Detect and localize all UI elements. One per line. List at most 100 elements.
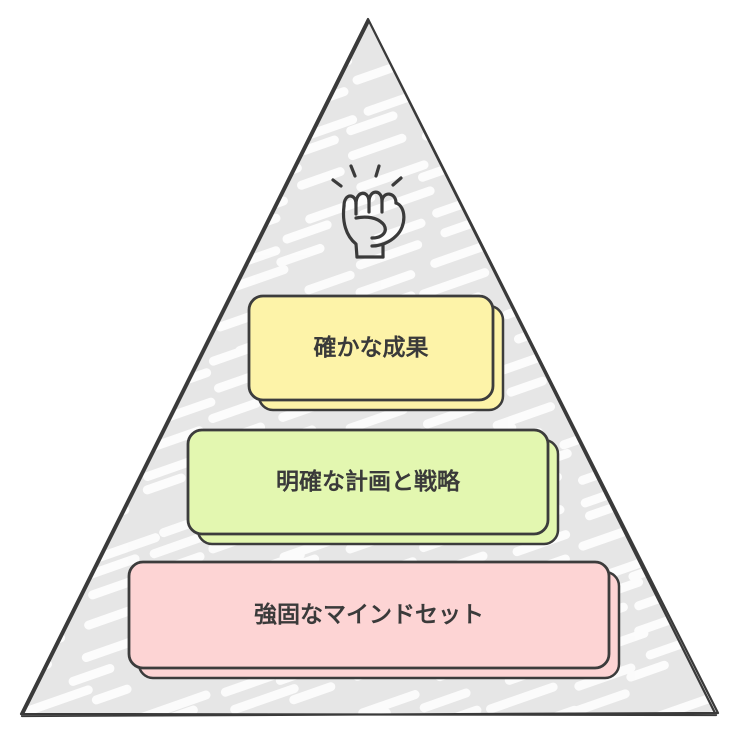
- hatch-stroke: [558, 213, 615, 240]
- hatch-stroke: [421, 112, 487, 141]
- hatch-stroke: [21, 347, 87, 380]
- hatch-stroke: [629, 268, 704, 300]
- hatch-stroke: [726, 406, 736, 416]
- hatch-stroke: [21, 112, 57, 136]
- hatch-stroke: [352, 63, 396, 85]
- hatch-stroke: [563, 348, 618, 374]
- hatch-stroke: [21, 498, 52, 519]
- pyramid-tier-3: 強固なマインドセット: [127, 560, 621, 680]
- hatch-stroke: [430, 705, 482, 714]
- hatch-stroke: [492, 402, 556, 430]
- hatch-stroke: [575, 295, 617, 316]
- hatch-stroke: [567, 403, 609, 424]
- hatch-stroke: [21, 685, 93, 714]
- hatch-stroke: [68, 165, 123, 190]
- hatch-stroke: [21, 196, 75, 225]
- tier-box: [186, 428, 550, 536]
- hatch-stroke: [21, 525, 62, 546]
- hatch-stroke: [648, 426, 717, 457]
- hatch-stroke: [629, 524, 674, 547]
- hatch-stroke: [710, 86, 717, 118]
- hatch-stroke: [633, 216, 691, 243]
- hatch-stroke: [164, 217, 203, 237]
- hatch-stroke: [140, 315, 212, 347]
- hatch-stroke: [289, 682, 336, 705]
- hatch-stroke: [699, 170, 717, 199]
- hatch-stroke: [356, 160, 429, 192]
- hatch-stroke: [297, 167, 345, 190]
- hatch-stroke: [305, 193, 376, 224]
- hatch-stroke: [715, 58, 717, 81]
- hatch-stroke: [283, 736, 318, 741]
- hatch-stroke: [21, 398, 77, 428]
- hatch-stroke: [575, 323, 614, 343]
- hatch-stroke: [430, 240, 493, 268]
- hatch-stroke: [568, 164, 628, 191]
- hatch-stroke: [90, 533, 160, 564]
- hatch-stroke: [147, 191, 214, 221]
- hatch-stroke: [486, 682, 558, 714]
- hatch-stroke: [649, 500, 713, 529]
- hatch-stroke: [567, 89, 631, 118]
- hatch-stroke: [699, 135, 717, 155]
- hatch-stroke: [723, 279, 736, 295]
- hatch-stroke: [68, 663, 115, 686]
- hatch-stroke: [729, 435, 736, 448]
- hatch-stroke: [555, 111, 617, 139]
- hatch-stroke: [21, 135, 79, 165]
- hatch-stroke: [300, 135, 339, 155]
- hatch-stroke: [21, 294, 62, 315]
- hatch-stroke: [584, 377, 659, 409]
- hatch-stroke: [728, 562, 736, 585]
- hatch-stroke: [140, 141, 206, 171]
- hatch-stroke: [72, 116, 115, 138]
- hatch-stroke: [628, 240, 671, 261]
- hatch-stroke: [21, 421, 45, 445]
- hatch-stroke: [81, 85, 126, 107]
- hatch-stroke: [435, 83, 482, 106]
- hatch-stroke: [569, 689, 630, 714]
- hatch-stroke: [21, 160, 68, 185]
- hatch-stroke: [346, 111, 398, 136]
- hatch-stroke: [728, 503, 736, 516]
- hatch-stroke: [632, 371, 685, 396]
- hatch-stroke: [158, 85, 210, 110]
- hatch-stroke: [654, 85, 709, 111]
- hatch-stroke: [230, 684, 299, 714]
- hatch-stroke: [727, 482, 736, 495]
- pyramid-tier-1: 確かな成果: [247, 294, 505, 412]
- hatch-stroke: [709, 117, 717, 145]
- hatch-stroke: [419, 268, 490, 299]
- hatch-stroke: [568, 196, 635, 225]
- hatch-stroke: [440, 143, 484, 165]
- hatch-stroke: [21, 242, 77, 270]
- hatch-stroke: [507, 269, 566, 297]
- hatch-stroke: [508, 194, 566, 221]
- hatch-stroke: [715, 636, 717, 668]
- hatch-stroke: [81, 215, 120, 235]
- hatch-stroke: [84, 721, 138, 740]
- raised-fist-icon: [331, 164, 406, 259]
- hatch-stroke: [95, 419, 134, 439]
- hatch-stroke: [654, 709, 717, 714]
- hatch-stroke: [228, 713, 274, 714]
- hatch-stroke: [573, 268, 615, 289]
- hatch-stroke: [697, 318, 717, 345]
- hatch-stroke: [710, 346, 717, 369]
- hatch-stroke: [79, 197, 152, 229]
- hatch-stroke: [21, 267, 54, 292]
- hatch-stroke: [68, 345, 109, 366]
- hatch-stroke: [21, 586, 61, 609]
- hatch-stroke: [707, 526, 717, 554]
- hatch-stroke: [627, 189, 683, 216]
- hatch-stroke: [722, 249, 736, 272]
- hatch-stroke: [626, 660, 669, 682]
- hatch-stroke: [419, 688, 471, 713]
- hatch-stroke: [21, 611, 62, 637]
- hatch-stroke: [498, 222, 558, 249]
- hatch-stroke: [507, 110, 583, 143]
- hatch-stroke: [727, 716, 736, 738]
- hatch-stroke: [512, 248, 565, 274]
- hatch-stroke: [500, 134, 549, 157]
